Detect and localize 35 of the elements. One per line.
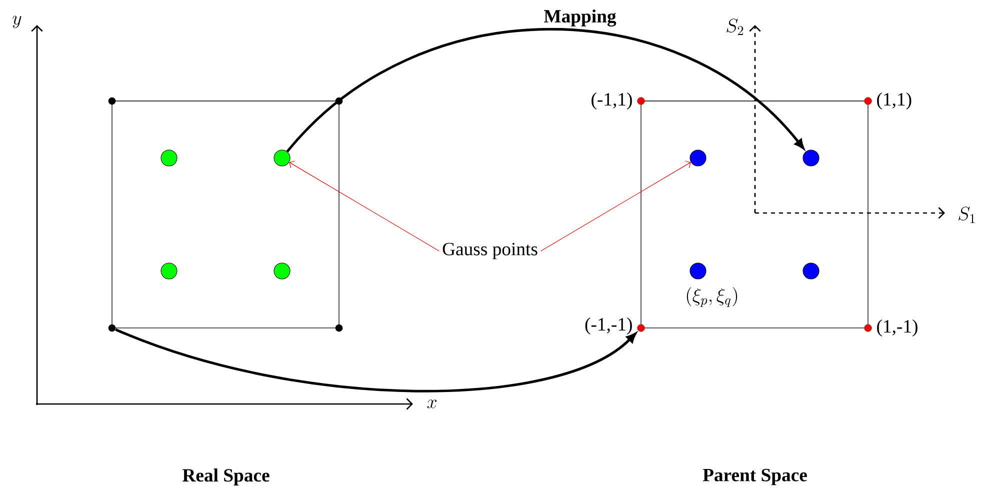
corner-dot <box>864 324 872 332</box>
axis-label: $x$ <box>427 400 437 408</box>
corner-dot <box>864 97 872 105</box>
axis-label: $y$ <box>12 16 22 28</box>
gauss-point <box>802 262 820 280</box>
gauss-point <box>690 150 706 166</box>
corner-label: (1,1) <box>877 92 912 110</box>
corner-dot <box>108 97 116 105</box>
caption: Real Space <box>182 468 270 486</box>
gauss-point <box>802 150 820 166</box>
arrow <box>115 328 636 392</box>
gauss-point <box>690 262 706 280</box>
leader-line <box>289 160 440 252</box>
corner-label: (1,-1) <box>877 320 918 336</box>
corner-dot <box>335 324 343 332</box>
element-square <box>112 100 340 328</box>
callout-text: Gauss points <box>439 240 541 262</box>
corner-dot <box>108 324 116 332</box>
element-square <box>640 100 868 328</box>
axis-label: $S_1$ <box>958 206 975 223</box>
corner-dot <box>637 97 645 105</box>
corner-dot <box>637 324 645 332</box>
corner-label: (-1,1) <box>592 92 632 110</box>
gauss-point <box>160 150 178 166</box>
gauss-point <box>160 262 178 280</box>
gauss-point <box>274 262 290 280</box>
arrow <box>286 28 804 152</box>
axis-label: $S_2$ <box>726 18 744 35</box>
edge-label: Mapping <box>544 9 616 27</box>
gauss-point <box>274 150 290 166</box>
leader-line <box>540 160 691 252</box>
corner-dot <box>335 97 343 105</box>
corner-label: (-1,-1) <box>585 318 632 334</box>
caption: Parent Space <box>702 468 807 486</box>
point-label: $(\xi_p,\xi_q)$ <box>686 287 738 307</box>
